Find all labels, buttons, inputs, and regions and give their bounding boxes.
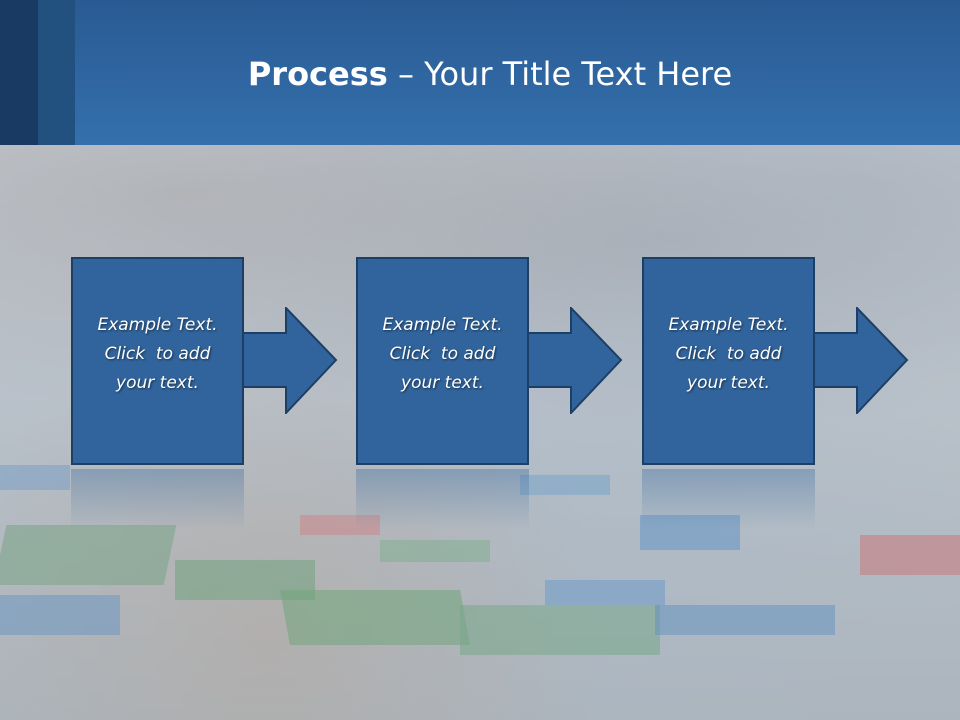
process-step-2[interactable]: Example Text. Click to add your text. (356, 257, 529, 465)
arrow-right-icon (525, 307, 623, 414)
step-reflection (71, 469, 244, 529)
step-box (356, 257, 529, 465)
step-box (71, 257, 244, 465)
step-text[interactable]: Example Text. Click to add your text. (71, 311, 244, 398)
title-rest: – Your Title Text Here (387, 55, 733, 93)
header-accent-stripe-mid (38, 0, 75, 145)
step-text-line: your text. (687, 373, 770, 393)
process-step-3[interactable]: Example Text. Click to add your text. (642, 257, 815, 465)
step-text-line: Click to add (104, 344, 211, 364)
step-box (642, 257, 815, 465)
step-reflection (642, 469, 815, 529)
step-text[interactable]: Example Text. Click to add your text. (642, 311, 815, 398)
process-step-1[interactable]: Example Text. Click to add your text. (71, 257, 244, 465)
step-text[interactable]: Example Text. Click to add your text. (356, 311, 529, 398)
step-text-line: your text. (401, 373, 484, 393)
step-text-line: Example Text. (668, 315, 789, 335)
title-bold: Process (247, 55, 388, 93)
step-text-line: Click to add (675, 344, 782, 364)
step-text-line: Example Text. (97, 315, 218, 335)
step-text-line: Example Text. (382, 315, 503, 335)
step-reflection (356, 469, 529, 529)
village-rooftops (0, 455, 960, 720)
slide-title[interactable]: Process – Your Title Text Here (0, 52, 960, 96)
arrow-right-icon (811, 307, 909, 414)
header-accent-stripe-dark (0, 0, 38, 145)
step-text-line: Click to add (389, 344, 496, 364)
arrow-right-icon (240, 307, 338, 414)
step-text-line: your text. (116, 373, 199, 393)
header-band: Process – Your Title Text Here (0, 0, 960, 145)
